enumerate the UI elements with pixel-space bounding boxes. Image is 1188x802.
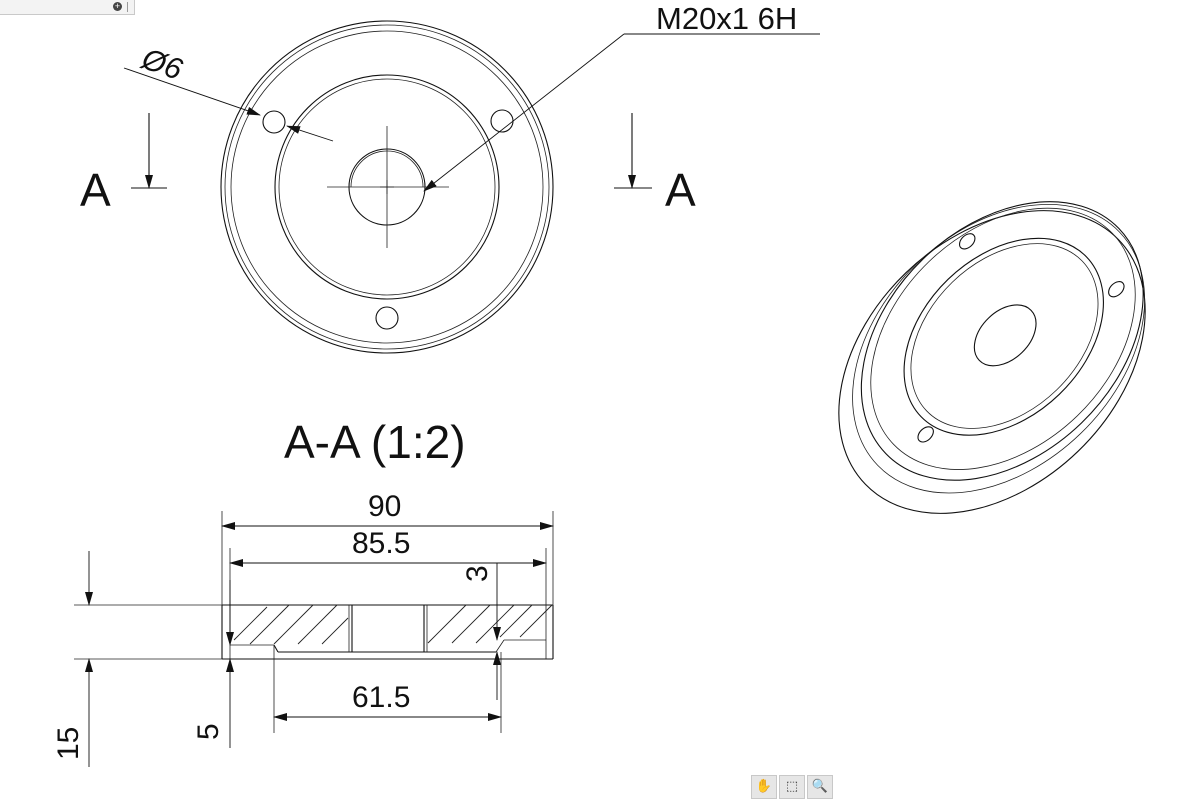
iso-recess bbox=[903, 237, 1104, 436]
section-label-left: A bbox=[80, 164, 111, 216]
iso-outer-edge-front bbox=[860, 201, 1144, 481]
outer-flange-circle bbox=[230, 30, 544, 344]
zoom-region-icon[interactable]: ⬚ bbox=[779, 775, 805, 799]
iso-bore bbox=[973, 304, 1037, 367]
recess-circle bbox=[274, 74, 500, 300]
section-label-right: A bbox=[665, 164, 696, 216]
iso-hole-3 bbox=[958, 233, 976, 250]
section-view: A-A (1:2) bbox=[52, 416, 554, 767]
pan-hand-icon[interactable]: ✋ bbox=[751, 775, 777, 799]
outer-rim-circle bbox=[220, 20, 554, 354]
hole-dia-label: Ø6 bbox=[137, 42, 187, 87]
hole-leader-outer bbox=[123, 67, 261, 116]
dim-recess: 61.5 bbox=[352, 681, 410, 714]
isometric-view bbox=[838, 201, 1146, 514]
iso-hole-1 bbox=[917, 426, 934, 443]
section-hatching bbox=[233, 604, 553, 645]
add-icon[interactable]: + bbox=[113, 1, 122, 11]
outer-rim-inner-circle bbox=[224, 24, 550, 350]
mounting-hole-right bbox=[490, 109, 514, 133]
tab-separator bbox=[127, 2, 128, 12]
dim-step: 5 bbox=[192, 723, 225, 740]
mounting-hole-left bbox=[262, 110, 286, 134]
thread-label: M20x1 6H bbox=[656, 1, 797, 36]
recess-inner-circle bbox=[278, 78, 496, 296]
dim-outer: 90 bbox=[368, 490, 401, 523]
dim-height: 15 bbox=[52, 727, 85, 760]
mounting-hole-bottom bbox=[375, 306, 399, 330]
section-title: A-A (1:2) bbox=[284, 416, 466, 468]
corner-tab[interactable]: + bbox=[0, 0, 135, 15]
front-view: Ø6 M20x1 6H A A bbox=[80, 1, 820, 354]
hole-leader-inner bbox=[286, 125, 334, 142]
zoom-icon[interactable]: 🔍 bbox=[807, 775, 833, 799]
iso-hole-2 bbox=[1108, 281, 1125, 298]
iso-outer-edge-back bbox=[838, 210, 1146, 514]
dim-inner: 85.5 bbox=[352, 527, 410, 560]
viewer-toolbar: ✋ ⬚ 🔍 bbox=[751, 775, 833, 799]
thread-leader bbox=[423, 33, 625, 192]
dim-depth-small: 3 bbox=[461, 565, 494, 582]
